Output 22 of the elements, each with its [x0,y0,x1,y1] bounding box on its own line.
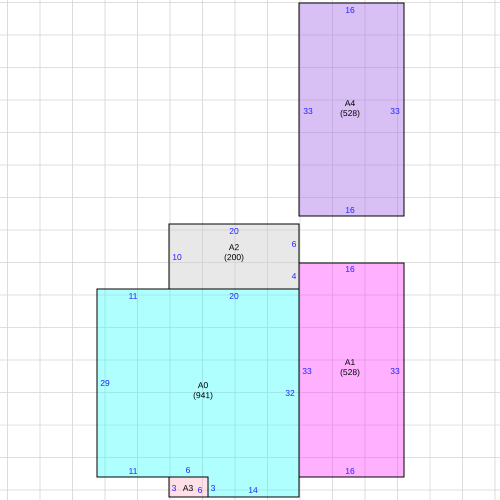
dimension-label: 20 [230,293,238,299]
dimension-label: 11 [129,468,137,474]
dimension-label: 33 [302,368,312,374]
dimension-label: 16 [346,207,354,213]
dimension-label: 6 [198,487,202,493]
dimension-label: 32 [286,390,294,396]
dimension-label: 6 [292,241,296,247]
dimension-label: 16 [346,266,354,272]
dimension-label: 6 [186,467,190,473]
dimension-label: 3 [210,485,215,491]
dimension-label: 4 [292,273,296,279]
dimension-label: 33 [390,368,400,374]
dimension-label: 20 [230,228,238,234]
dimension-label: 16 [346,7,354,13]
dimension-label: 11 [129,293,137,299]
dimension-label: 3 [172,485,176,491]
dimension-label: 10 [172,254,182,260]
dimension-label: 33 [304,108,312,114]
dimension-label: 29 [100,380,110,386]
dimension-label: 16 [346,468,354,474]
dimension-label: 33 [390,108,400,114]
dimension-label: 14 [248,487,258,493]
